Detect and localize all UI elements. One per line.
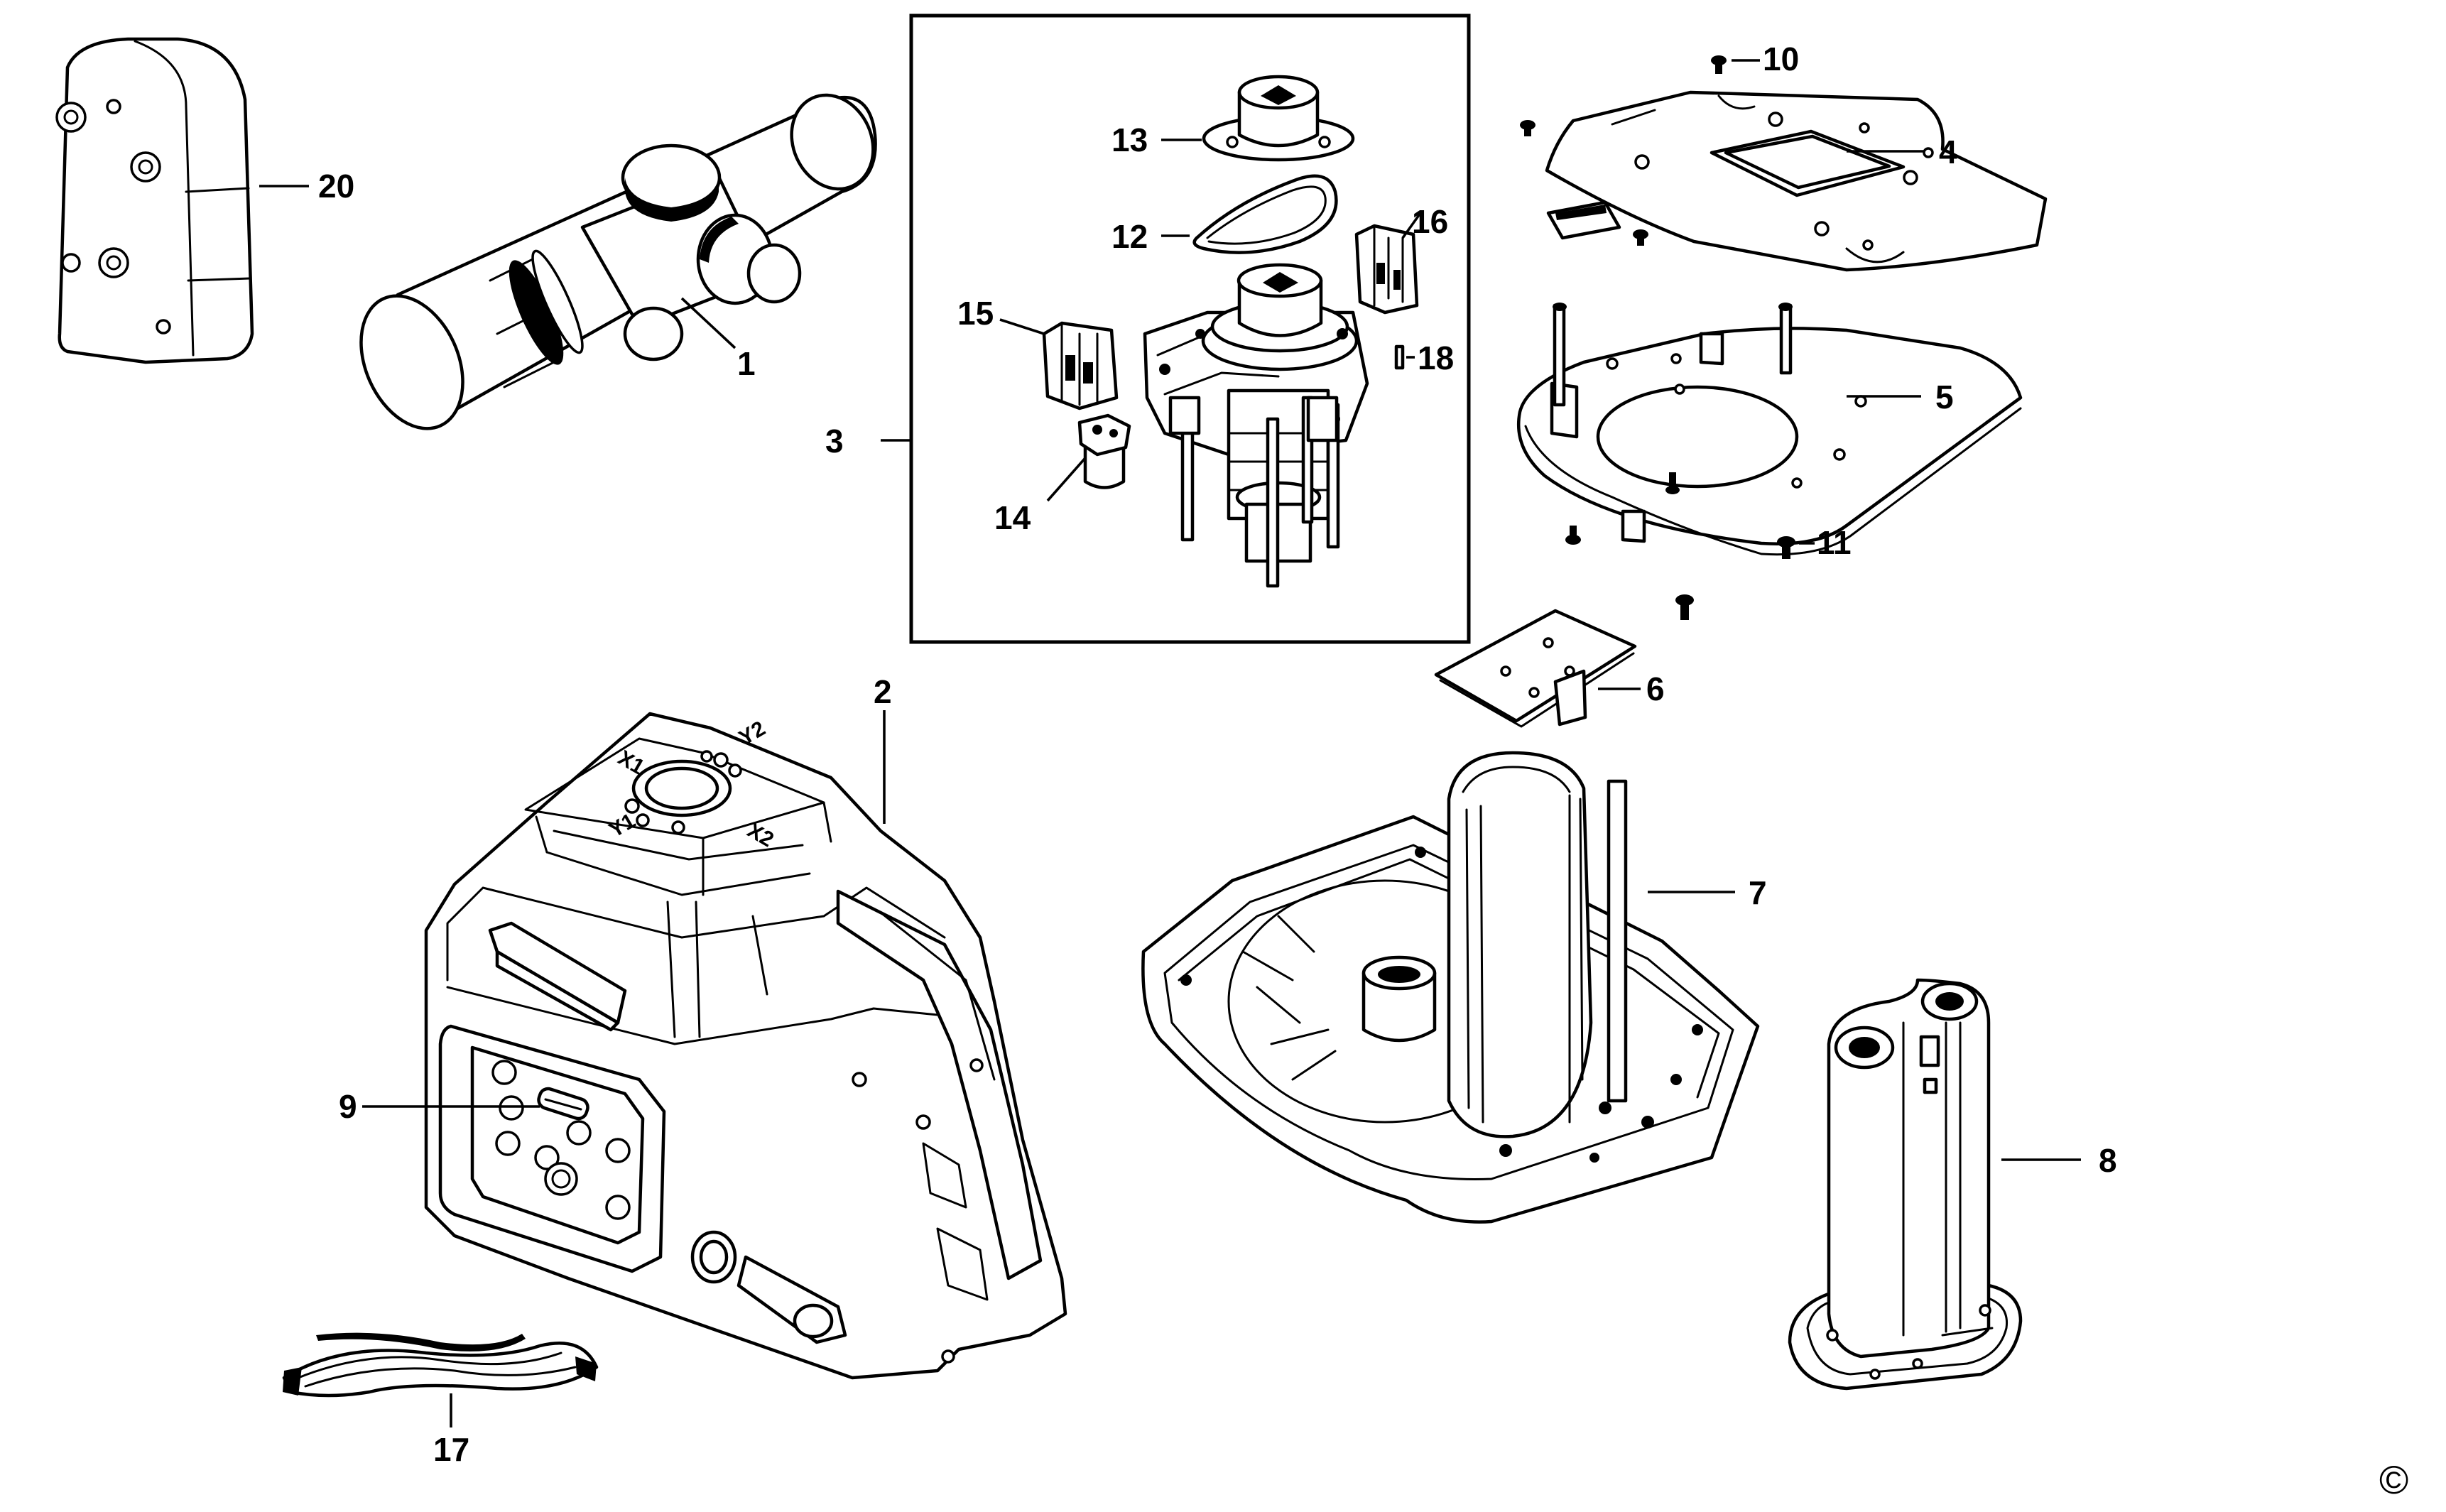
callout-20: 20: [318, 168, 354, 205]
callout-18: 18: [1418, 339, 1454, 376]
part-1-sighting-scope: [359, 93, 877, 430]
part-10-screw: [1711, 55, 1727, 74]
callout-4: 4: [1939, 134, 1957, 170]
callout-9: 9: [339, 1088, 357, 1125]
part-15-sensor-switch: [1042, 321, 1119, 410]
callout-2: 2: [874, 673, 892, 710]
callout-13: 13: [1111, 121, 1148, 158]
part-6-circuit-board: [1434, 609, 1637, 728]
callout-14: 14: [994, 499, 1031, 536]
callout-7: 7: [1749, 874, 1767, 911]
callout-8: 8: [2099, 1142, 2117, 1179]
callout-17: 17: [433, 1431, 469, 1468]
part-8-battery-compartment: [1788, 978, 2023, 1391]
part-18-pin: [1394, 344, 1405, 370]
part-2-main-housing: X1 Y2 Y1 X2: [424, 712, 1067, 1380]
part-11-screw: [1777, 536, 1795, 559]
part-5-base-plate: [1516, 303, 2023, 556]
part-17-ribbon-cable: [282, 1332, 599, 1398]
rotor-assembly-core: [1143, 263, 1369, 588]
callout-12: 12: [1111, 218, 1148, 255]
part-16-sensor-switch: [1354, 224, 1419, 315]
callout-10: 10: [1763, 40, 1799, 77]
part-4-top-plate: [1520, 90, 2048, 272]
callout-6: 6: [1646, 670, 1665, 707]
callout-1: 1: [737, 345, 756, 382]
copyright-mark: ©: [2379, 1457, 2408, 1502]
part-13-rotor-cap: [1202, 75, 1355, 162]
part-12-drive-belt: [1192, 174, 1338, 254]
callout-5: 5: [1935, 379, 1954, 415]
callout-15: 15: [957, 295, 994, 332]
part-7-base-housing: [1141, 751, 1760, 1224]
loose-screw: [1675, 594, 1694, 620]
callout-16: 16: [1412, 203, 1448, 240]
callout-3: 3: [825, 423, 844, 459]
part-20-battery-cover: [55, 37, 254, 364]
callout-11: 11: [1817, 524, 1852, 561]
rotor-assembly-frame: [909, 13, 1471, 644]
part-14-motor: [1077, 413, 1131, 489]
